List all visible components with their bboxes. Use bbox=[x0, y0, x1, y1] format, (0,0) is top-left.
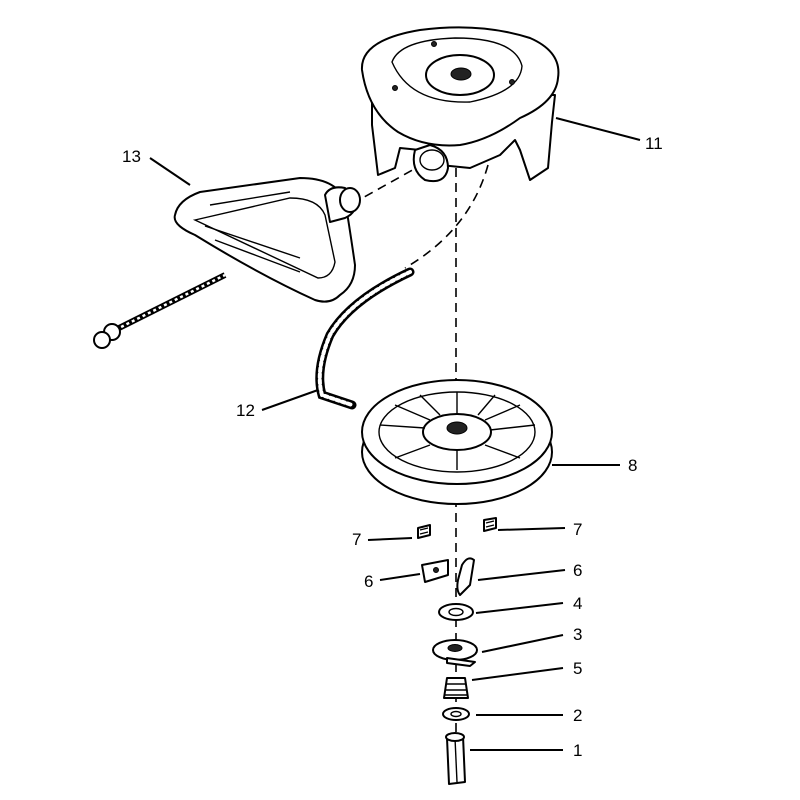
pawl-left bbox=[421, 559, 449, 583]
callout-1: 1 bbox=[573, 741, 582, 760]
pawl-spring-right bbox=[483, 517, 497, 532]
starter-rope bbox=[315, 267, 415, 410]
pulley-spokes bbox=[379, 392, 536, 470]
handle-insert bbox=[93, 272, 227, 349]
starter-housing bbox=[360, 26, 560, 183]
pulley bbox=[361, 379, 553, 505]
callout-7-right: 7 bbox=[573, 520, 582, 539]
callout-12: 12 bbox=[236, 401, 255, 420]
starter-handle bbox=[173, 177, 361, 303]
washer-lower bbox=[442, 707, 470, 721]
pawl-right bbox=[456, 557, 475, 596]
callout-8: 8 bbox=[628, 456, 637, 475]
washer-upper bbox=[438, 603, 474, 621]
callout-2: 2 bbox=[573, 706, 582, 725]
callout-6-left: 6 bbox=[364, 572, 373, 591]
callout-5: 5 bbox=[573, 659, 582, 678]
callout-6-right: 6 bbox=[573, 561, 582, 580]
leader-lines bbox=[149, 117, 641, 751]
brake-spring bbox=[443, 677, 469, 699]
pawl-spring-left bbox=[417, 524, 431, 539]
center-pin bbox=[445, 732, 466, 785]
pawl-retainer bbox=[432, 639, 478, 667]
callout-13: 13 bbox=[122, 147, 141, 166]
callout-3: 3 bbox=[573, 625, 582, 644]
callout-4: 4 bbox=[573, 594, 582, 613]
callout-7-left: 7 bbox=[352, 530, 361, 549]
callout-11: 11 bbox=[645, 134, 663, 153]
